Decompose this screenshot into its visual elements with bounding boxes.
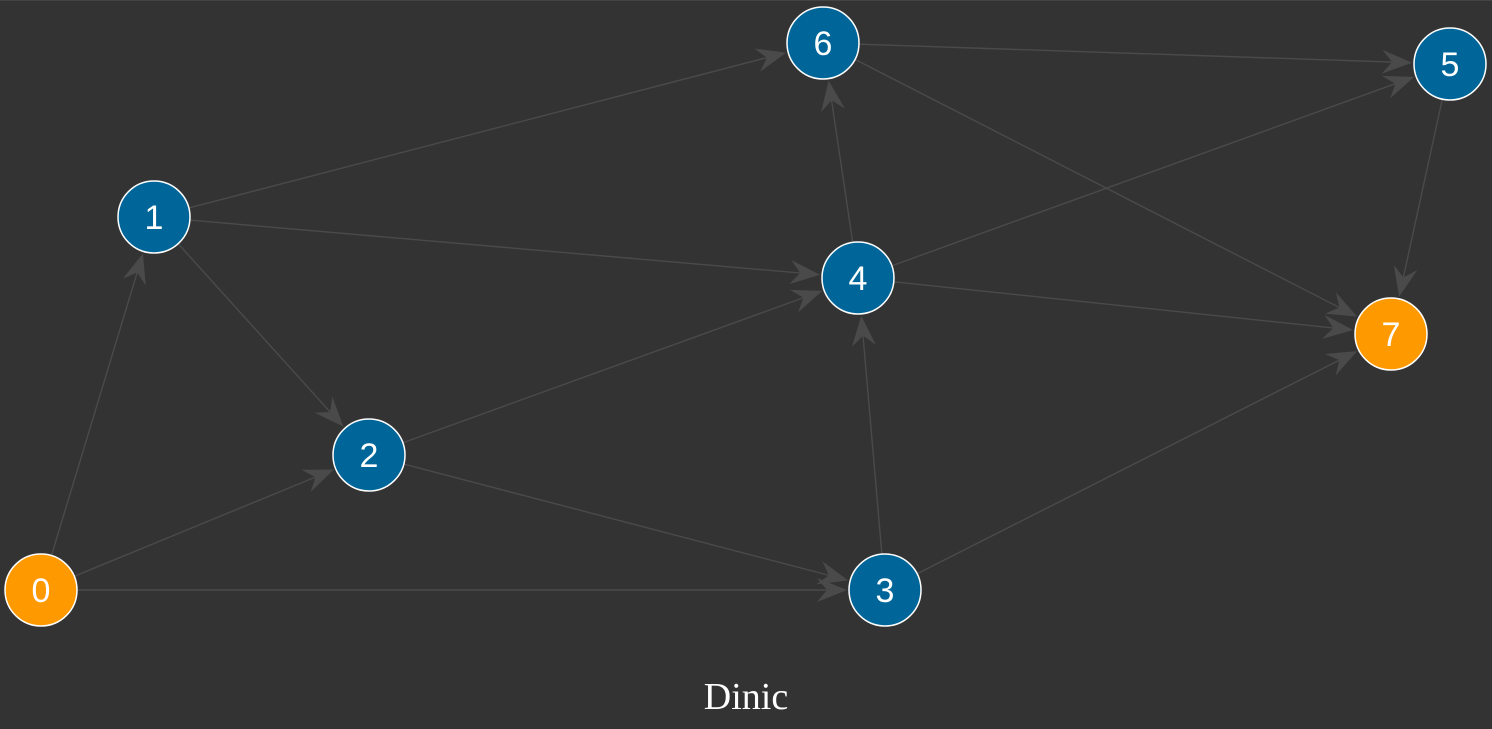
edge-0-3 (77, 578, 847, 602)
arrowhead-icon (816, 561, 849, 585)
edge-3-4 (851, 315, 883, 555)
arrowhead-icon (301, 469, 334, 492)
edge-5-7 (1393, 99, 1443, 297)
edge-line (50, 258, 142, 556)
arrowhead-icon (314, 396, 344, 427)
node-circle[interactable] (848, 553, 922, 627)
node-label: 7 (1382, 316, 1401, 354)
node-label: 4 (849, 260, 868, 298)
node-label: 5 (1441, 46, 1460, 84)
edge-0-1 (50, 253, 146, 556)
edges-layer (50, 43, 1443, 602)
edge-line (861, 321, 883, 555)
edge-1-4 (189, 219, 821, 285)
edge-line (189, 219, 815, 275)
node-6[interactable]: 6 (786, 6, 860, 80)
node-circle[interactable] (821, 241, 895, 315)
node-7[interactable]: 7 (1354, 297, 1428, 371)
edge-line (403, 463, 843, 580)
edge-2-3 (403, 463, 849, 585)
edge-1-2 (177, 243, 344, 427)
edge-line (402, 292, 817, 444)
edge-4-5 (891, 75, 1415, 267)
node-label: 6 (814, 25, 833, 63)
edge-line (858, 43, 1407, 64)
node-circle[interactable] (786, 6, 860, 80)
edge-0-2 (74, 469, 334, 577)
node-label: 1 (145, 199, 164, 237)
edge-line (1399, 99, 1443, 292)
arrowhead-icon (1381, 49, 1413, 74)
edge-line (891, 78, 1409, 267)
node-0[interactable]: 0 (4, 553, 78, 627)
node-circle[interactable] (1413, 27, 1487, 101)
node-label: 3 (876, 572, 895, 610)
node-circle[interactable] (4, 553, 78, 627)
node-circle[interactable] (117, 180, 191, 254)
arrowhead-icon (1322, 314, 1354, 339)
edge-1-6 (188, 48, 787, 209)
arrowhead-icon (789, 289, 823, 313)
edge-4-7 (893, 281, 1354, 339)
edge-line (854, 58, 1353, 315)
arrowhead-icon (817, 578, 847, 602)
edge-2-4 (402, 289, 823, 444)
edge-line (893, 281, 1348, 331)
node-circle[interactable] (1354, 297, 1428, 371)
arrowhead-icon (754, 48, 787, 72)
edge-6-7 (854, 58, 1358, 317)
node-4[interactable]: 4 (821, 241, 895, 315)
node-label: 0 (32, 572, 51, 610)
arrowhead-icon (821, 80, 845, 113)
edge-line (74, 471, 329, 577)
node-3[interactable]: 3 (848, 553, 922, 627)
node-circle[interactable] (332, 418, 406, 492)
node-label: 2 (360, 437, 379, 475)
arrowhead-icon (851, 315, 876, 347)
node-5[interactable]: 5 (1413, 27, 1487, 101)
nodes-layer: 0 1 2 3 4 5 6 7 (4, 6, 1487, 627)
node-1[interactable]: 1 (117, 180, 191, 254)
arrowhead-icon (789, 260, 821, 285)
arrowhead-icon (1325, 292, 1358, 317)
node-2[interactable]: 2 (332, 418, 406, 492)
edge-6-5 (858, 43, 1413, 74)
edge-line (916, 353, 1353, 575)
edge-3-7 (916, 351, 1358, 575)
algorithm-caption: Dinic (703, 676, 789, 718)
arrowhead-icon (1324, 351, 1358, 376)
arrowhead-icon (122, 253, 146, 286)
edge-line (828, 86, 854, 243)
edge-line (188, 53, 781, 209)
arrowhead-icon (1381, 75, 1415, 99)
edge-line (177, 243, 341, 423)
arrowhead-icon (1393, 265, 1418, 297)
edge-4-6 (821, 80, 854, 243)
